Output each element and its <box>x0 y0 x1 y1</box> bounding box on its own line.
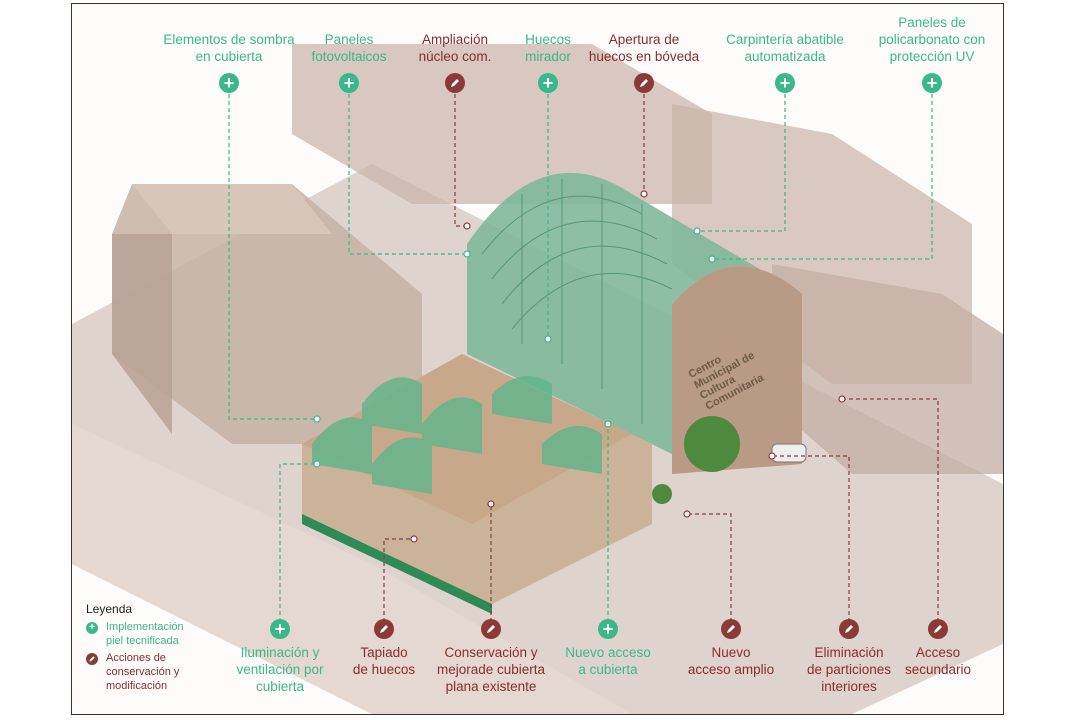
annex-green-band <box>302 514 492 614</box>
label-conservacion-cubierta: Conservación y mejorade cubierta plana e… <box>436 645 546 694</box>
label-apertura-huecos: Apertura de huecos en bóveda <box>588 32 700 64</box>
street-surface <box>72 424 632 714</box>
pencil-icon <box>721 619 741 639</box>
legend: Leyenda + Implementación piel tecnificad… <box>86 602 236 696</box>
plus-icon: + <box>922 73 942 93</box>
legend-item-conservation: Acciones de conservación y modificación <box>86 651 236 693</box>
ghost-building-left <box>112 184 422 444</box>
pencil-icon <box>445 73 465 93</box>
tree <box>652 484 672 504</box>
legend-item-implementation: + Implementación piel tecnificada <box>86 620 236 648</box>
pencil-icon <box>928 619 948 639</box>
tree <box>684 416 740 472</box>
greenhouse-arches <box>312 376 602 494</box>
ghost-building-back <box>292 44 712 204</box>
ghost-building-right-front <box>772 264 1003 474</box>
label-carpinteria-abatible: Carpintería abatible automatizada <box>726 32 844 64</box>
label-nuevo-acceso-amplio: Nuevo acceso amplio <box>687 645 775 677</box>
pencil-icon <box>839 619 859 639</box>
label-tapiado-huecos: Tapiado de huecos <box>352 645 416 677</box>
plus-icon: + <box>86 622 98 634</box>
legend-item-label: Acciones de conservación y modificación <box>106 652 180 692</box>
leader-lines-red <box>383 94 939 629</box>
ghost-building-left-side <box>112 234 172 434</box>
label-elementos-sombra: Elementos de sombra en cubierta <box>163 32 295 64</box>
vault-grid <box>481 179 673 424</box>
legend-item-label: Implementación piel tecnificada <box>106 621 184 647</box>
label-eliminacion-particiones: Eliminación de particiones interiores <box>806 645 892 694</box>
label-acceso-secundario: Acceso secundario <box>904 645 972 677</box>
plus-icon: + <box>270 619 290 639</box>
plus-icon: + <box>339 73 359 93</box>
plus-icon: + <box>219 73 239 93</box>
legend-title: Leyenda <box>86 602 133 616</box>
label-paneles-policarbonato: Paneles de policarbonato con protección … <box>878 15 986 64</box>
pencil-icon <box>374 619 394 639</box>
label-huecos-mirador: Huecos mirador <box>525 32 571 64</box>
ghost-building-left-roof <box>132 184 332 234</box>
label-iluminacion-ventilacion: Iluminación y ventilación por cubierta <box>236 645 324 694</box>
pencil-icon <box>86 653 98 665</box>
diagram-frame: Centro Municipal de Cultura Comunitaria … <box>71 3 1004 715</box>
plus-icon: + <box>598 619 618 639</box>
pencil-icon <box>481 619 501 639</box>
pencil-icon <box>634 73 654 93</box>
plus-icon: + <box>538 73 558 93</box>
label-paneles-fotovoltaicos: Paneles fotovoltaicos <box>311 32 387 64</box>
car <box>771 443 807 463</box>
axonometric-illustration <box>72 44 1003 714</box>
plus-icon: + <box>775 73 795 93</box>
leader-endpoints <box>313 190 846 543</box>
label-ampliacion-nucleo: Ampliación núcleo com. <box>418 32 492 64</box>
leader-lines-green <box>228 94 933 629</box>
label-nuevo-acceso-cubierta: Nuevo acceso a cubierta <box>565 645 651 677</box>
